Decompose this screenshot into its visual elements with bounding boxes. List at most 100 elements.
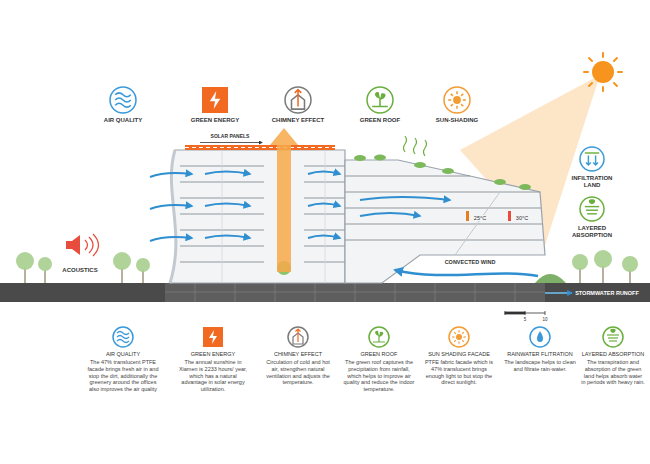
icon-stroke [115,93,131,97]
feature-description: CHIMNEY EFFECTCirculation of cold and ho… [262,326,334,388]
icon-stroke [295,90,302,107]
wind-arrows [205,204,250,207]
wind-arrows [360,213,420,216]
sun-rays [602,53,604,57]
sun-ray [454,340,456,342]
floor-slabs [345,223,542,224]
sun-ray [456,106,458,109]
feature-icon: LAYERED ABSORPTION [567,196,617,240]
icon-symbol [262,326,334,348]
sun-disc [456,334,462,340]
icon-symbol [581,326,645,348]
callout-label: 25°C [473,215,487,221]
scale-bar [505,311,545,315]
roof-plants [519,184,531,190]
sun-ray [462,340,464,342]
basement-lines [235,283,236,302]
icon-stroke [117,336,129,339]
solar-panel-pointer [200,142,262,143]
evaporation-lines [424,140,427,156]
callout-label: CONVECTED WIND [444,259,497,265]
ptfe-facade [170,150,176,283]
icon-frame [369,327,389,347]
icon-symbol [580,197,604,221]
acoustics-symbol [85,234,99,256]
roof-plants [442,168,454,174]
basement-lines [475,283,476,302]
roof-plants [414,162,426,168]
chimney-arrow [270,128,298,272]
feature-description: GREEN ROOFThe green roof captures the pr… [343,326,415,394]
icon-symbol [113,327,133,347]
basement-lines [315,283,316,302]
sun-ray [451,94,453,96]
trees [136,258,150,272]
trees [121,268,122,283]
icon-frame [603,327,623,347]
icon-stroke [607,334,619,335]
feature-title: SUN SHADING FACADE [423,351,495,357]
sun-ray [461,104,463,106]
feature-title: GREEN ENERGY [180,117,250,124]
sun-rays [614,83,617,86]
thermometer [508,211,511,221]
trees [622,256,638,272]
trees [44,270,45,283]
icon-symbol [177,326,249,348]
wind-arrows [308,204,340,207]
feature-title: RAINWATER FLITRATION [504,351,576,357]
wind-arrows [360,197,450,200]
building-right-block [345,136,545,283]
scale-bar [545,311,546,315]
acoustics-symbol [66,235,80,255]
sun-ray [458,342,459,344]
icon-stroke [609,340,617,341]
trees [579,268,580,283]
icon-frame [444,87,470,113]
feature-body: Circulation of cold and hot air, strengt… [262,359,334,386]
building-right-block [345,160,545,283]
trees [38,257,52,271]
feature-title: AIR QUALITY [87,351,159,357]
feature-description: LAYERED ABSORPTIONThe transpiration and … [581,326,645,388]
icon-symbol [444,87,470,113]
icon-stroke [117,340,129,343]
callout-label: 30°C [515,215,529,221]
floor-slabs [345,239,543,240]
floor-slabs [304,213,345,214]
runoff-arrow [545,292,572,294]
building-left-block [170,128,345,283]
basement [165,283,545,302]
feature-body: The green roof captures the precipitatio… [343,359,415,393]
sun-ray [456,91,458,94]
icon-frame [202,87,228,113]
lightning-symbol [210,91,220,109]
feature-body: The landscape helps to clean and filtrat… [504,359,576,372]
sun-ray [451,104,453,106]
basement-lines [195,283,196,302]
sun-ray [464,336,466,337]
basement-lines [275,283,276,302]
icon-symbol [202,87,228,113]
feature-description: AIR QUALITYThe 47% translucent PTFE faca… [87,326,159,394]
sun-rays [618,71,622,73]
icon-stroke [372,97,388,106]
scale-number: 10 [541,318,548,323]
columns [222,150,223,283]
icon-stroke [585,152,599,153]
sun-ray [463,99,466,101]
stair [455,192,500,255]
floor-slabs [180,166,345,262]
icon-symbol [449,327,469,347]
icon-stroke [585,206,599,207]
feature-title: GREEN ROOF [345,117,415,124]
icon-frame [203,327,223,347]
roof-plants [354,155,531,191]
feature-title: LAYERED ABSORPTION [567,225,617,239]
wind-arrows [395,270,538,276]
icon-stroke [587,213,597,214]
feature-icon: SUN-SHADING [427,86,487,125]
icon-symbol [567,196,617,222]
floor-slabs [304,165,345,166]
acoustics-symbol [66,234,99,256]
